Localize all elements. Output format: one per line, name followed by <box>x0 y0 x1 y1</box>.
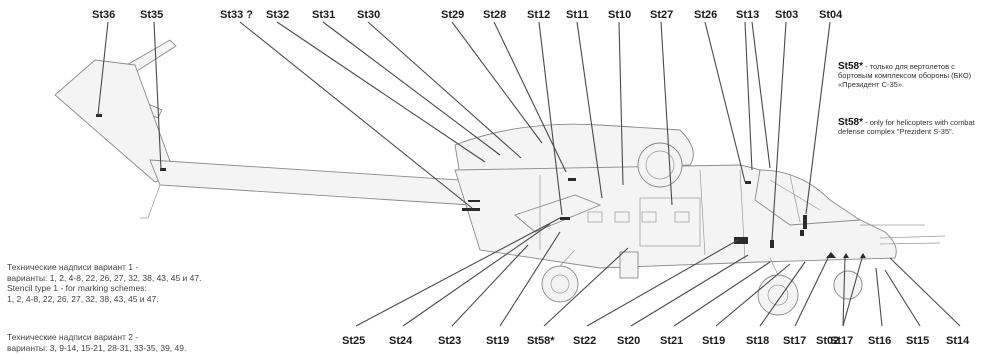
label-st10: St10 <box>608 9 631 21</box>
label-st16: St16 <box>868 335 891 347</box>
note-ru: St58* - только для вертолетов с бортовым… <box>838 61 978 90</box>
label-st27: St27 <box>650 9 673 21</box>
note-en-code: St58* <box>838 117 864 128</box>
label-st24: St24 <box>389 335 413 347</box>
note-en: St58* - only for helicopters with combat… <box>838 117 978 137</box>
label-st35: St35 <box>140 9 163 21</box>
top-leader-lines <box>97 21 831 241</box>
label-st28: St28 <box>483 9 506 21</box>
label-st14: St14 <box>946 335 970 347</box>
label-st29: St29 <box>441 9 464 21</box>
top-labels: St36 St35 St33 ? St32 St31 St30 St29 St2… <box>92 9 843 21</box>
legend-type1: Технические надписи вариант 1 - варианты… <box>7 262 297 304</box>
note-ru-text: - только для вертолетов с бортовым компл… <box>838 62 972 89</box>
label-st04: St04 <box>819 9 843 21</box>
label-st11: St11 <box>566 9 589 21</box>
label-st32: St32 <box>266 9 289 21</box>
label-st02: St02 <box>816 335 839 347</box>
label-st25: St25 <box>342 335 365 347</box>
label-st22: St22 <box>573 335 596 347</box>
legend-type1-ru-list: варианты: 1, 2, 4-8, 22, 26, 27, 32, 38,… <box>7 272 202 283</box>
label-st33: St33 ? <box>220 9 253 21</box>
bottom-leader-lines <box>355 217 961 327</box>
legend-type1-en-list: 1, 2, 4-8, 22, 26, 27, 32, 38, 43, 45 и … <box>7 293 159 304</box>
label-st12: St12 <box>527 9 550 21</box>
legend-type2-ru-title: Технические надписи вариант 2 - <box>7 332 139 342</box>
legend-type2: Технические надписи вариант 2 - варианты… <box>7 332 297 353</box>
label-st31: St31 <box>312 9 335 21</box>
label-st30: St30 <box>357 9 380 21</box>
legend-type1-en-title: Stencil type 1 - for marking schemes: <box>7 283 147 293</box>
label-st20: St20 <box>617 335 640 347</box>
legend-type2-ru-list: варианты: 3, 9-14, 15-21, 28-31, 33-35, … <box>7 342 187 353</box>
label-st36: St36 <box>92 9 115 21</box>
note-ru-code: St58* <box>838 61 864 72</box>
label-st13: St13 <box>736 9 759 21</box>
label-st03: St03 <box>775 9 798 21</box>
label-st26: St26 <box>694 9 717 21</box>
note-en-text: - only for helicopters with combat defen… <box>838 118 975 136</box>
label-st17: St17 <box>783 335 806 347</box>
label-st23: St23 <box>438 335 461 347</box>
label-st18: St18 <box>746 335 769 347</box>
label-st58: St58* <box>527 335 555 347</box>
label-st17b: St17 <box>830 335 853 347</box>
label-st19b: St19 <box>702 335 725 347</box>
label-st15: St15 <box>906 335 929 347</box>
bottom-labels: St25 St24 St23 St19 St58* St22 St20 St21… <box>342 335 970 347</box>
label-st19: St19 <box>486 335 509 347</box>
label-st21: St21 <box>660 335 683 347</box>
legend-type1-ru-title: Технические надписи вариант 1 - <box>7 262 139 272</box>
helicopter-side-view <box>54 39 946 316</box>
